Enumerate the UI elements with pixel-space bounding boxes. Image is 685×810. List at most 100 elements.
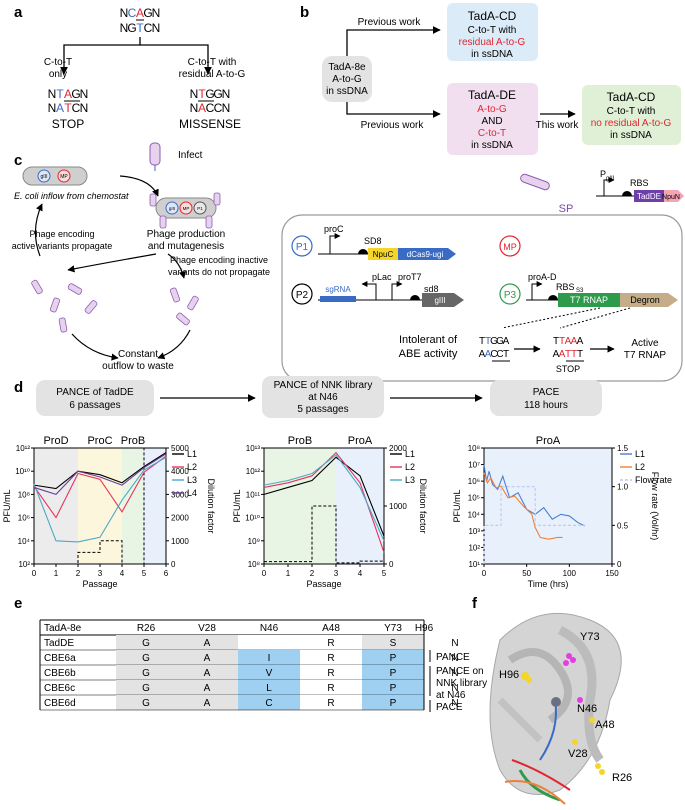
table-cell: A (204, 683, 211, 694)
table-cell-bg (116, 635, 176, 650)
a-l1-2: A (64, 87, 72, 101)
x-axis-label: Passage (82, 579, 117, 589)
table-cell-bg (424, 695, 486, 710)
a-r2-0: N (190, 101, 199, 115)
table-cell-bg (238, 635, 300, 650)
c-cell-plasmid-mp: MP (183, 206, 190, 211)
d-step3-box (490, 380, 602, 416)
table-cell: G (142, 683, 150, 694)
table-cell: R (327, 668, 334, 679)
e-group-nnk-1: PANCE on (436, 666, 484, 677)
b-cdnew-l2: no residual A-to-G (591, 118, 672, 129)
f-label-a48: A48 (595, 719, 615, 731)
y-tick-label: 10¹⁰ (245, 514, 260, 523)
y2-tick-label: 0.5 (617, 521, 629, 530)
x-tick-label: 100 (563, 569, 577, 578)
table-cell-bg (424, 680, 486, 695)
b-de-title: TadA-DE (468, 88, 516, 102)
b-cdnew-title: TadA-CD (607, 90, 656, 104)
table-row-label: CBE6c (44, 683, 75, 694)
d-step3: PACE (533, 387, 560, 398)
y-tick-label: 10⁸ (248, 560, 260, 569)
a-l2-3: C (72, 101, 81, 115)
a-l2-2: T (64, 101, 72, 115)
table-cell-bg (424, 635, 486, 650)
c-p2-gene2: gIII (434, 296, 445, 305)
series-line-l1 (263, 456, 385, 537)
c-p1: P1 (296, 242, 309, 253)
table-row-label: CBE6a (44, 653, 76, 664)
b-box-cd-new (582, 85, 681, 145)
a-left-arrow (60, 37, 141, 75)
c-arrow-infect (119, 175, 159, 197)
legend-label: L3 (405, 475, 415, 485)
f-label-y73: Y73 (580, 631, 600, 643)
sp-rbs-icon (622, 191, 632, 196)
a-top2-c: C (144, 21, 153, 35)
y-tick-label: 10⁴ (468, 510, 481, 519)
c-sb-t1: T (485, 336, 491, 347)
table-cell-bg (116, 695, 176, 710)
c-active-phage-group (31, 279, 98, 333)
c-cell-plasmid-p1: P1 (197, 206, 203, 211)
c-outflow-1: Constant (118, 349, 158, 360)
c-p2-prom2: proT7 (398, 272, 422, 282)
table-cell: S (390, 638, 397, 649)
b-prev-work-bottom: Previous work (361, 120, 425, 131)
y-tick-label: 10¹¹ (246, 490, 261, 499)
c-p3-promoter: proA-D (528, 272, 557, 282)
p3-rbs-icon (548, 295, 558, 300)
f-label-r26: R26 (612, 772, 632, 784)
a-right-label-1: C-to-T with (188, 57, 237, 68)
table-cell-bg (238, 680, 300, 695)
series-line-l2 (33, 455, 167, 519)
y-tick-label: 10¹³ (246, 444, 261, 453)
sp-promoter-icon (603, 177, 615, 196)
c-infect: Infect (178, 150, 203, 161)
p2-prot7-icon (391, 281, 403, 300)
y2-tick-label: 1000 (389, 502, 407, 511)
c-outflow-2: outflow to waste (102, 361, 174, 372)
panel-d-letter: d (14, 379, 23, 396)
p3-zoom-line-right (559, 307, 631, 329)
table-cell-bg (116, 680, 176, 695)
y-tick-label: 10² (18, 560, 30, 569)
x-axis-label: Passage (306, 579, 341, 589)
table-cell: A (204, 653, 211, 664)
y-tick-label: 10⁹ (248, 537, 260, 546)
a-l2-1: A (56, 101, 64, 115)
panel-c: c Infect gIII MP E. coli inflow from che… (12, 142, 684, 382)
ecoli-icon: gIII MP (22, 166, 88, 186)
infect-phage-icon (149, 142, 161, 171)
d-step1-l1: PANCE of TadDE (56, 387, 134, 398)
x-tick-label: 0 (262, 569, 267, 578)
dilution-line (34, 447, 166, 565)
p2-icon (291, 283, 313, 305)
a-r1-2: G (205, 87, 214, 101)
c-intolerant-1: Intolerant of (399, 334, 458, 346)
c-sb-b1: A (485, 349, 492, 360)
y-tick-label: 10² (468, 543, 480, 552)
a-right-seq: N T G G N N A C C N (190, 87, 231, 115)
c-active-t7-2: T7 RNAP (624, 350, 667, 361)
y-tick-label: 10¹⁰ (15, 467, 30, 476)
b-de-l2: AND (481, 116, 502, 127)
legend-label: L1 (635, 449, 645, 459)
c-sb-t4: A (503, 336, 510, 347)
p1-promoter-icon (329, 233, 341, 254)
table-row-label: CBE6b (44, 668, 76, 679)
table-cell-bg (362, 695, 424, 710)
a-top-seq1: N C A G N (120, 6, 161, 20)
table-cell-bg (424, 650, 486, 665)
y2-tick-label: 0 (389, 560, 394, 569)
table-cell: I (268, 653, 271, 664)
y-axis-label: PFU/mL (2, 489, 12, 522)
a-l1-4: N (80, 87, 89, 101)
y-tick-label: 10¹² (16, 444, 31, 453)
table-cell: A (204, 668, 211, 679)
y2-tick-label: 5000 (171, 444, 189, 453)
